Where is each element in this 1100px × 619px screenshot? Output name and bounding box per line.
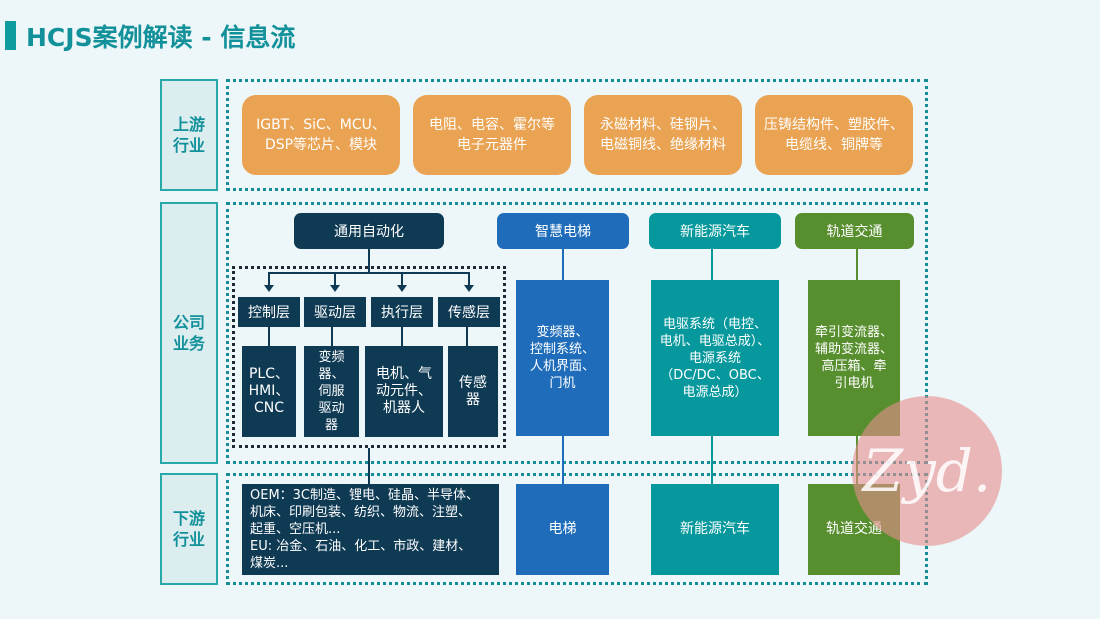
general-automation-header: 通用自动化 bbox=[294, 213, 444, 249]
upstream-item-structural-parts: 压铸结构件、塑胶件、 电缆线、铜牌等 bbox=[755, 95, 913, 175]
layer-product-drive: 变频 器、 伺服 驱动 器 bbox=[304, 346, 359, 437]
connector-line bbox=[368, 249, 370, 273]
connector-line bbox=[466, 327, 468, 346]
connector-line bbox=[268, 272, 470, 274]
row-label-company: 公司 业务 bbox=[160, 202, 218, 464]
connector-line bbox=[562, 436, 564, 484]
rail-products: 牵引变流器、 辅助变流器、 高压箱、牵 引电机 bbox=[808, 280, 900, 436]
arrow-down-icon bbox=[264, 285, 274, 292]
layer-product-sensing: 传感 器 bbox=[448, 346, 498, 437]
connector-line bbox=[331, 327, 333, 346]
upstream-item-components: 电阻、电容、霍尔等 电子元器件 bbox=[413, 95, 571, 175]
nev-products: 电驱系统（电控、 电机、电驱总成）、 电源系统 （DC/DC、OBC、 电源总成… bbox=[651, 280, 779, 436]
connector-line bbox=[401, 272, 403, 286]
downstream-nev: 新能源汽车 bbox=[651, 484, 779, 575]
arrow-down-icon bbox=[397, 285, 407, 292]
connector-line bbox=[368, 448, 370, 484]
row-label-upstream: 上游 行业 bbox=[160, 79, 218, 191]
connector-line bbox=[268, 272, 270, 286]
layer-product-control: PLC、 HMI、 CNC bbox=[242, 346, 296, 437]
page-title: HCJS案例解读 - 信息流 bbox=[26, 23, 296, 52]
arrow-down-icon bbox=[330, 285, 340, 292]
rail-header: 轨道交通 bbox=[795, 213, 914, 249]
arrow-down-icon bbox=[464, 285, 474, 292]
upstream-item-magnetic-materials: 永磁材料、硅钢片、 电磁铜线、绝缘材料 bbox=[584, 95, 742, 175]
connector-line bbox=[334, 272, 336, 286]
row-label-downstream: 下游 行业 bbox=[160, 473, 218, 585]
layer-execution: 执行层 bbox=[371, 297, 433, 327]
layer-control: 控制层 bbox=[238, 297, 300, 327]
smart-elevator-header: 智慧电梯 bbox=[497, 213, 629, 249]
connector-line bbox=[711, 436, 713, 484]
layer-product-execution: 电机、气 动元件、 机器人 bbox=[365, 346, 443, 437]
connector-line bbox=[711, 249, 713, 280]
company-container bbox=[226, 202, 928, 464]
connector-line bbox=[562, 249, 564, 280]
upstream-item-chips: IGBT、SiC、MCU、 DSP等芯片、模块 bbox=[242, 95, 400, 175]
downstream-elevator: 电梯 bbox=[516, 484, 609, 575]
connector-line bbox=[401, 327, 403, 346]
connector-line bbox=[856, 249, 858, 280]
connector-line bbox=[468, 272, 470, 286]
layer-drive: 驱动层 bbox=[304, 297, 366, 327]
nev-header: 新能源汽车 bbox=[649, 213, 781, 249]
watermark-logo: Zyd. bbox=[852, 396, 1002, 546]
upstream-container bbox=[226, 79, 928, 191]
smart-elevator-products: 变频器、 控制系统、 人机界面、 门机 bbox=[516, 280, 609, 436]
title-accent-bar bbox=[5, 21, 16, 50]
layer-sensing: 传感层 bbox=[438, 297, 500, 327]
connector-line bbox=[268, 327, 270, 346]
downstream-general-automation: OEM：3C制造、锂电、硅晶、半导体、 机床、印刷包装、纺织、物流、注塑、 起重… bbox=[242, 484, 499, 575]
